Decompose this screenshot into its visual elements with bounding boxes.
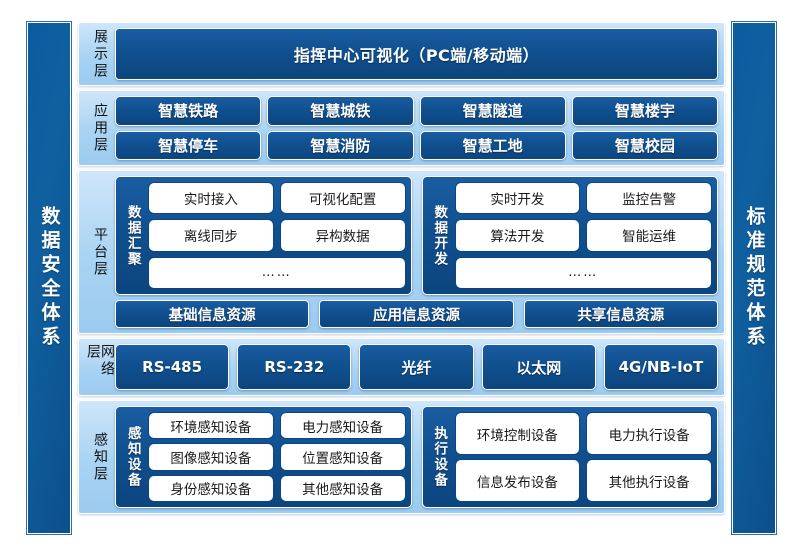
network-item-fiber[interactable]: 光纤 <box>359 344 474 390</box>
group-execution-devices-grid: 环境控制设备 电力执行设备 信息发布设备 其他执行设备 <box>454 412 712 502</box>
group-data-development-grid: 实时开发 监控告警 算法开发 智能运维 …… <box>454 182 712 289</box>
layer-stack: 展示层 指挥中心可视化（PC端/移动端） 应用层 智慧铁路 智慧城铁 智慧隧道 … <box>78 22 725 534</box>
layer-network-body: RS-485 RS-232 光纤 以太网 4G/NB-IoT <box>115 344 719 390</box>
layer-sensing-label-wrap: 感知层 <box>85 406 115 508</box>
application-row-1: 智慧铁路 智慧城铁 智慧隧道 智慧楼宇 <box>115 96 718 126</box>
network-item-4g-nbiot[interactable]: 4G/NB-IoT <box>603 344 719 390</box>
layer-sensing: 感知层 感知设备 环境感知设备 电力感知设备 <box>78 400 725 514</box>
execution-item-environment-control[interactable]: 环境控制设备 <box>454 412 581 455</box>
layer-sensing-body: 感知设备 环境感知设备 电力感知设备 图像感知设备 位置感知设备 <box>115 406 718 508</box>
app-item-smart-campus[interactable]: 智慧校园 <box>571 130 718 160</box>
development-item-monitoring-alarm[interactable]: 监控告警 <box>586 182 712 215</box>
group-sensing-devices: 感知设备 环境感知设备 电力感知设备 图像感知设备 位置感知设备 <box>115 406 412 508</box>
development-item-ellipsis[interactable]: …… <box>454 256 712 289</box>
development-item-realtime-development[interactable]: 实时开发 <box>454 182 581 215</box>
group-execution-devices-label: 执行设备 <box>431 426 448 488</box>
platform-resource-row: 基础信息资源 应用信息资源 共享信息资源 <box>115 300 718 328</box>
app-item-smart-metro[interactable]: 智慧城铁 <box>267 96 414 126</box>
development-item-algorithm-development[interactable]: 算法开发 <box>454 219 581 252</box>
group-sensing-devices-label: 感知设备 <box>124 426 141 488</box>
layer-platform-body: 数据汇聚 实时接入 可视化配置 离线同步 异构数据 <box>115 176 718 328</box>
sensing-row-3: 身份感知设备 其他感知设备 <box>148 474 406 502</box>
network-item-rs232[interactable]: RS-232 <box>237 344 352 390</box>
layer-platform-label: 平台层 <box>92 226 108 278</box>
network-item-ethernet[interactable]: 以太网 <box>481 344 596 390</box>
group-execution-devices-label-wrap: 执行设备 <box>428 412 450 502</box>
group-data-aggregation-label: 数据汇聚 <box>124 204 141 267</box>
layer-network-label-wrap: 网络层 <box>85 344 115 390</box>
pillar-standards-label: 标准规范体系 <box>743 206 766 350</box>
development-row-1: 实时开发 监控告警 <box>454 182 712 215</box>
resource-item-basic-information[interactable]: 基础信息资源 <box>115 300 310 328</box>
sensing-groups: 感知设备 环境感知设备 电力感知设备 图像感知设备 位置感知设备 <box>115 406 718 508</box>
group-execution-devices: 执行设备 环境控制设备 电力执行设备 信息发布设备 其他执行设备 <box>421 406 718 508</box>
layer-application-body: 智慧铁路 智慧城铁 智慧隧道 智慧楼宇 智慧停车 智慧消防 智慧工地 智慧校园 <box>115 96 718 160</box>
sensing-item-image[interactable]: 图像感知设备 <box>148 443 274 471</box>
execution-item-other[interactable]: 其他执行设备 <box>586 459 712 502</box>
pillar-data-security: 数据安全体系 <box>27 22 71 534</box>
development-row-2: 算法开发 智能运维 <box>454 219 712 252</box>
aggregation-row-1: 实时接入 可视化配置 <box>148 182 406 215</box>
sensing-row-2: 图像感知设备 位置感知设备 <box>148 443 406 471</box>
pillar-standards: 标准规范体系 <box>732 22 776 534</box>
execution-item-information-release[interactable]: 信息发布设备 <box>454 459 581 502</box>
aggregation-item-offline-sync[interactable]: 离线同步 <box>148 219 274 252</box>
group-data-development-label-wrap: 数据开发 <box>428 182 450 289</box>
sensing-row-1: 环境感知设备 电力感知设备 <box>148 412 406 440</box>
group-data-development: 数据开发 实时开发 监控告警 算法开发 智能运维 <box>421 176 718 295</box>
group-data-aggregation-grid: 实时接入 可视化配置 离线同步 异构数据 …… <box>148 182 406 289</box>
layer-display-label-wrap: 展示层 <box>85 28 115 80</box>
app-item-smart-tunnel[interactable]: 智慧隧道 <box>419 96 566 126</box>
app-item-smart-construction[interactable]: 智慧工地 <box>419 130 566 160</box>
aggregation-item-realtime-access[interactable]: 实时接入 <box>148 182 274 215</box>
layer-application-label-wrap: 应用层 <box>85 96 115 160</box>
app-item-smart-firefighting[interactable]: 智慧消防 <box>267 130 414 160</box>
layer-network: 网络层 RS-485 RS-232 光纤 以太网 4G/NB-IoT <box>78 338 725 396</box>
sensing-item-identity[interactable]: 身份感知设备 <box>148 474 274 502</box>
layer-display-label: 展示层 <box>92 28 108 80</box>
app-item-smart-railway[interactable]: 智慧铁路 <box>115 96 262 126</box>
execution-row-1: 环境控制设备 电力执行设备 <box>454 412 712 455</box>
development-item-intelligent-ops[interactable]: 智能运维 <box>586 219 712 252</box>
layer-platform: 平台层 数据汇聚 实时接入 可视化配置 <box>78 170 725 334</box>
sensing-item-location[interactable]: 位置感知设备 <box>279 443 406 471</box>
group-data-aggregation: 数据汇聚 实时接入 可视化配置 离线同步 异构数据 <box>115 176 412 295</box>
group-sensing-devices-grid: 环境感知设备 电力感知设备 图像感知设备 位置感知设备 身份感知设备 其他感知设… <box>148 412 406 502</box>
network-item-rs485[interactable]: RS-485 <box>115 344 230 390</box>
application-row-2: 智慧停车 智慧消防 智慧工地 智慧校园 <box>115 130 718 160</box>
aggregation-row-2: 离线同步 异构数据 <box>148 219 406 252</box>
aggregation-item-heterogeneous-data[interactable]: 异构数据 <box>279 219 406 252</box>
group-data-development-label: 数据开发 <box>431 204 448 267</box>
layer-sensing-label: 感知层 <box>92 431 108 483</box>
network-items-row: RS-485 RS-232 光纤 以太网 4G/NB-IoT <box>115 344 719 390</box>
aggregation-row-3: …… <box>148 256 406 289</box>
group-data-aggregation-label-wrap: 数据汇聚 <box>121 182 143 289</box>
layer-display: 展示层 指挥中心可视化（PC端/移动端） <box>78 22 725 86</box>
execution-row-2: 信息发布设备 其他执行设备 <box>454 459 712 502</box>
platform-groups: 数据汇聚 实时接入 可视化配置 离线同步 异构数据 <box>115 176 718 295</box>
execution-item-power[interactable]: 电力执行设备 <box>586 412 712 455</box>
pillar-data-security-label: 数据安全体系 <box>38 206 61 350</box>
app-item-smart-building[interactable]: 智慧楼宇 <box>571 96 718 126</box>
app-item-smart-parking[interactable]: 智慧停车 <box>115 130 262 160</box>
layer-application: 应用层 智慧铁路 智慧城铁 智慧隧道 智慧楼宇 智慧停车 智慧消防 智慧工地 智… <box>78 90 725 166</box>
resource-item-shared-information[interactable]: 共享信息资源 <box>523 300 718 328</box>
group-sensing-devices-label-wrap: 感知设备 <box>121 412 143 502</box>
display-banner[interactable]: 指挥中心可视化（PC端/移动端） <box>115 28 718 80</box>
development-row-3: …… <box>454 256 712 289</box>
layer-platform-label-wrap: 平台层 <box>85 176 115 328</box>
sensing-item-other[interactable]: 其他感知设备 <box>279 474 406 502</box>
resource-item-application-information[interactable]: 应用信息资源 <box>319 300 514 328</box>
sensing-item-power[interactable]: 电力感知设备 <box>279 412 406 440</box>
sensing-item-environment[interactable]: 环境感知设备 <box>148 412 274 440</box>
layer-application-label: 应用层 <box>92 102 108 154</box>
aggregation-item-visual-config[interactable]: 可视化配置 <box>279 182 406 215</box>
layer-network-label: 网络层 <box>85 344 115 378</box>
layer-display-body: 指挥中心可视化（PC端/移动端） <box>115 28 718 80</box>
aggregation-item-ellipsis[interactable]: …… <box>148 256 406 289</box>
